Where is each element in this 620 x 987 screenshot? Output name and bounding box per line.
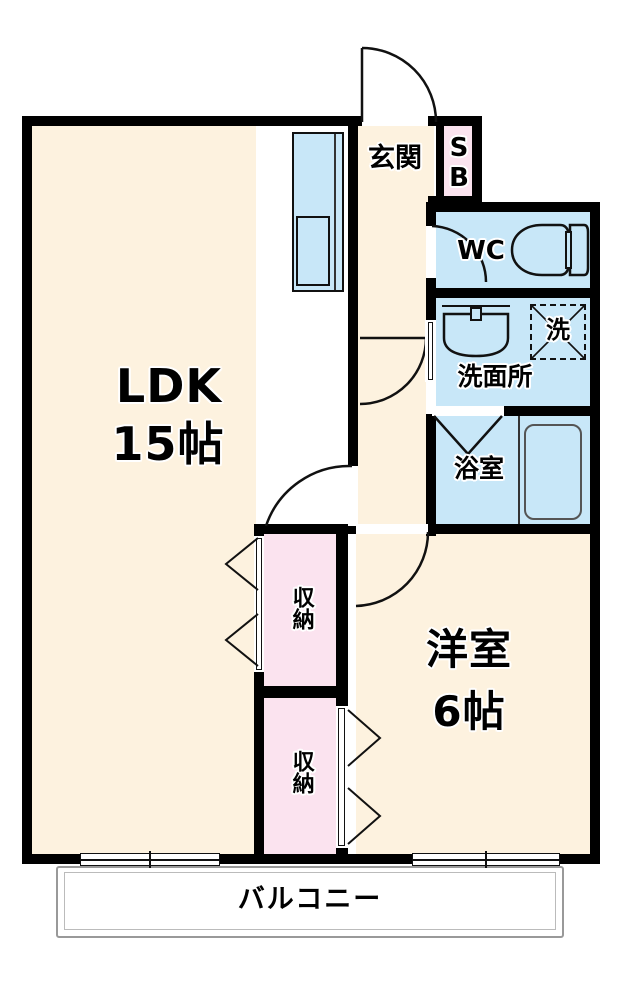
wall-outer-right-upper — [472, 116, 482, 212]
bathroom-door-folding — [433, 415, 503, 456]
ldk-hall-door-opening — [348, 466, 358, 526]
room-ldk — [28, 122, 256, 859]
wall-wc-top — [428, 202, 600, 212]
closet-upper-text: 収納 — [288, 586, 314, 630]
wall-wc-washroom — [426, 288, 600, 298]
washing-machine-cross — [530, 304, 586, 360]
entrance-door-swing — [360, 46, 438, 123]
shoebox-label: S B — [444, 133, 474, 194]
closet-lower-text: 収納 — [288, 750, 314, 794]
wall-closet-upper-top — [254, 524, 348, 534]
ldk-size-label: 15帖 — [98, 420, 238, 468]
bedroom-window-rail — [412, 859, 560, 861]
wall-washroom-bath — [426, 406, 600, 416]
washing-machine-space — [530, 304, 586, 360]
wall-bedroom-top — [348, 524, 600, 534]
closet-lower-door-panel — [338, 708, 345, 846]
entrance-door-opening — [362, 116, 428, 126]
room-genkan — [356, 122, 434, 204]
toilet-icon — [510, 223, 590, 277]
bedroom-label: 洋室 — [406, 625, 532, 674]
wall-outer-top-left — [22, 116, 362, 126]
shoebox-line2: B — [449, 162, 469, 193]
genkan-text: 玄関 — [368, 143, 422, 174]
ldk-hall-door-swing — [264, 464, 353, 527]
bedroom-name: 洋室 — [425, 625, 512, 674]
genkan-label: 玄関 — [360, 143, 430, 174]
wall-ldk-hall — [348, 116, 358, 532]
room-bedroom — [356, 532, 596, 859]
balcony-text: バルコニー — [237, 884, 383, 915]
room-shoebox — [443, 122, 476, 198]
wall-genkan-sb — [436, 116, 444, 208]
closet-lower-label: 収納 — [288, 742, 314, 802]
genkan-hall-door-swing — [359, 336, 428, 406]
kitchen-sink — [296, 216, 330, 286]
kitchen-counter-edge — [334, 134, 336, 290]
wc-label: WC — [450, 236, 512, 266]
wc-door-swing — [431, 224, 488, 283]
washroom-text: 洗面所 — [457, 362, 533, 391]
wall-outer-bottom — [22, 854, 600, 864]
bathtub-icon — [524, 424, 582, 520]
wall-outer-left — [22, 116, 32, 864]
closet-lower-folding-marks — [347, 709, 382, 845]
bedroom-door-opening — [356, 524, 428, 534]
ldk-label: LDK — [104, 362, 234, 410]
vanity-sink-icon — [442, 305, 510, 358]
closet-upper-folding-marks — [224, 537, 259, 667]
room-closet-upper — [264, 532, 336, 686]
room-closet-lower — [264, 698, 336, 859]
balcony-inner-edge — [64, 872, 556, 930]
washer-label: 洗 — [540, 316, 576, 344]
ldk-name: LDK — [115, 359, 223, 413]
ldk-window-rail — [80, 859, 220, 861]
bedroom-door-swing — [355, 531, 430, 608]
shoebox-line1: S — [449, 133, 469, 163]
closet-upper-door-panel — [256, 538, 262, 670]
bedroom-size-label: 6帖 — [406, 687, 532, 736]
wc-text: WC — [457, 236, 505, 266]
ldk-size: 15帖 — [111, 417, 225, 471]
wc-door-opening — [426, 226, 436, 278]
room-balcony — [56, 866, 564, 938]
washer-text: 洗 — [546, 316, 570, 344]
bathroom-tub-divider — [518, 416, 520, 524]
balcony-label: バルコニー — [160, 884, 460, 915]
wall-between-closets — [254, 686, 348, 698]
bathroom-label: 浴室 — [444, 454, 514, 483]
washroom-label: 洗面所 — [440, 362, 550, 391]
closet-upper-label: 収納 — [288, 578, 314, 638]
wall-sb-bottom — [428, 196, 482, 206]
bathroom-door-opening — [432, 406, 504, 416]
washroom-door-panel — [428, 322, 433, 380]
bedroom-size: 6帖 — [432, 687, 506, 736]
bathroom-text: 浴室 — [453, 454, 504, 483]
wall-outer-top-right — [428, 116, 482, 126]
